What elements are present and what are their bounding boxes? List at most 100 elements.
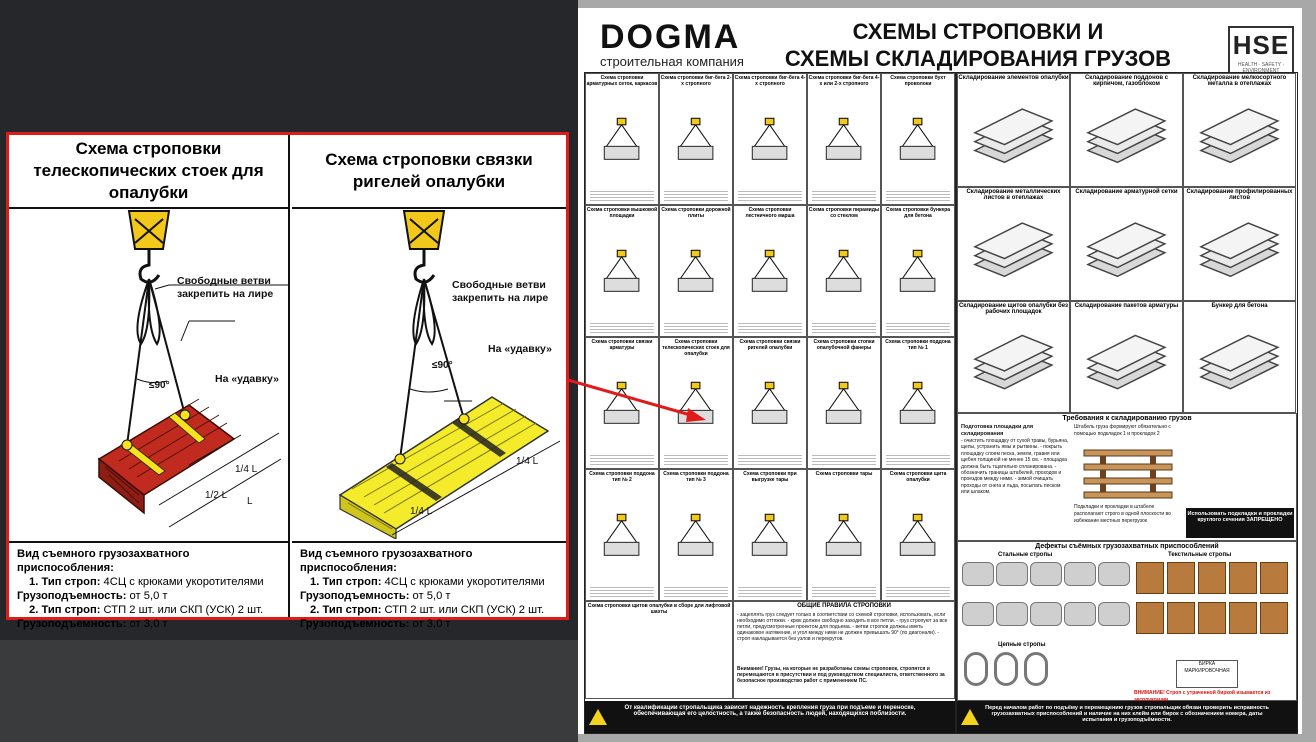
slinging-scheme-cell: Схема строповки щита опалубки bbox=[881, 469, 955, 601]
storage-scheme-cell: Складирование элементов опалубки bbox=[957, 73, 1070, 187]
cell-notes bbox=[738, 191, 802, 201]
cell-notes bbox=[886, 323, 950, 333]
slinging-scheme-cell: Схема строповки лестничного марша bbox=[733, 205, 807, 337]
cell-notes bbox=[590, 455, 654, 465]
stack-note: Штабель груза формируют обязательно с по… bbox=[1074, 424, 1171, 437]
cell-title: Складирование арматурной сетки bbox=[1075, 189, 1178, 195]
cell-notes bbox=[812, 587, 876, 597]
storage-illustration bbox=[1199, 222, 1280, 278]
cell-title: Схема строповки щитов опалубки в сборе д… bbox=[587, 603, 731, 615]
scheme-illustration bbox=[900, 514, 936, 557]
col1-dim-L: L bbox=[247, 496, 253, 507]
col1-spec-val-3: СТП 2 шт. или СКП (УСК) 2 шт. bbox=[100, 604, 264, 616]
cell-title: Схема строповки биг-бега 4-х или 2-х стр… bbox=[808, 75, 880, 87]
cell-title: Схема строповки арматурных сеток, каркас… bbox=[586, 75, 658, 87]
scheme-illustration bbox=[678, 250, 714, 293]
column-telescopic-props: Схема строповки телескопических стоек дл… bbox=[9, 135, 290, 630]
col1-device-spec: Вид съемного грузозахватного приспособле… bbox=[9, 541, 288, 630]
storage-scheme-cell: Складирование пакетов арматуры bbox=[1070, 301, 1183, 413]
textile-defect-icon bbox=[1229, 602, 1257, 634]
cell-notes bbox=[886, 191, 950, 201]
steel-defect-icon bbox=[996, 602, 1028, 626]
cell-title: Складирование металлических листов в оте… bbox=[966, 189, 1061, 201]
scheme-illustration bbox=[826, 382, 862, 425]
poster-title: СХЕМЫ СТРОПОВКИ И СХЕМЫ СКЛАДИРОВАНИЯ ГР… bbox=[748, 18, 1208, 72]
col1-dim-quarter: 1/4 L bbox=[235, 464, 258, 475]
slinging-scheme-cell: Схема строповки связки ригелей опалубки bbox=[733, 337, 807, 469]
slinging-scheme-cell: Схема строповки пирамиды со стеклом bbox=[807, 205, 881, 337]
tag-label: БИРКА МАРКИРОВОЧНАЯ bbox=[1176, 660, 1238, 688]
general-rules-box: ОБЩИЕ ПРАВИЛА СТРОПОВКИ - зацеплять груз … bbox=[733, 601, 955, 699]
col1-spec-line-2: Грузоподъемность: от 5,0 т bbox=[17, 589, 280, 603]
defects-section: Дефекты съёмных грузозахватных приспособ… bbox=[957, 541, 1297, 703]
stack-illustration bbox=[1083, 449, 1173, 499]
slinging-scheme-cell: Схема строповки поддона тип № 3 bbox=[659, 469, 733, 601]
storage-scheme-cell: Складирование щитов опалубки без рабочих… bbox=[957, 301, 1070, 413]
cell-title: Схема строповки телескопических стоек дл… bbox=[662, 339, 730, 357]
cell-notes bbox=[738, 455, 802, 465]
steel-defect-icon bbox=[1030, 562, 1062, 586]
chain-title: Цепные стропы bbox=[998, 642, 1046, 648]
col1-spec-val-1: 4СЦ с крюками укоротителями bbox=[100, 576, 264, 588]
slinging-scheme-cell: Схема строповки телескопических стоек дл… bbox=[659, 337, 733, 469]
title-line-1: СХЕМЫ СТРОПОВКИ И bbox=[852, 19, 1104, 44]
cell-title: Схема строповки биг-бега 2-х стропного bbox=[660, 75, 732, 87]
slinging-scheme-cell: Схема строповки биг-бега 4-х стропного bbox=[733, 73, 807, 205]
cell-title: Схема строповки вышковой площадки bbox=[586, 207, 658, 219]
warning-triangle-icon bbox=[961, 709, 979, 725]
slinging-scheme-cell: Схема строповки при выгрузке тары bbox=[733, 469, 807, 601]
slinging-scheme-cell: Схема строповки биг-бега 4-х или 2-х стр… bbox=[807, 73, 881, 205]
col1-spec-key-2: Грузоподъемность: bbox=[17, 590, 127, 602]
cell-title: Схема строповки пирамиды со стеклом bbox=[808, 207, 880, 219]
cell-title: Бункер для бетона bbox=[1211, 303, 1268, 309]
scheme-illustration bbox=[900, 250, 936, 293]
chain-defect-icon bbox=[964, 652, 988, 686]
cell-notes bbox=[886, 587, 950, 597]
col1-device-title: Вид съемного грузозахватного приспособле… bbox=[17, 548, 190, 574]
slinging-scheme-cell: Схема строповки поддона тип № 1 bbox=[881, 337, 955, 469]
cell-title: Схема строповки поддона тип № 2 bbox=[589, 471, 655, 483]
storage-scheme-cell: Складирование арматурной сетки bbox=[1070, 187, 1183, 301]
textile-defect-icon bbox=[1136, 562, 1164, 594]
textile-defect-icon bbox=[1260, 602, 1288, 634]
textile-defect-icon bbox=[1260, 562, 1288, 594]
general-rules-title: ОБЩИЕ ПРАВИЛА СТРОПОВКИ bbox=[797, 603, 891, 609]
zoomed-panel: Схема строповки телескопических стоек дл… bbox=[6, 132, 569, 630]
col1-spec-line-4: Грузоподъемность: от 3,0 т bbox=[17, 617, 280, 631]
slinging-scheme-cell: Схема строповки вышковой площадки bbox=[585, 205, 659, 337]
slinging-schemes-grid: Схема строповки арматурных сеток, каркас… bbox=[584, 72, 956, 734]
cell-notes bbox=[664, 455, 728, 465]
general-rules-text: - зацеплять груз следует только в соотве… bbox=[737, 612, 948, 642]
cell-title: Схема строповки лестничного марша bbox=[745, 207, 795, 219]
red-warning: ВНИМАНИЕ! Строп с утраченной биркой изым… bbox=[1134, 690, 1271, 703]
cell-notes bbox=[812, 323, 876, 333]
col2-device-title: Вид съемного грузозахватного приспособле… bbox=[300, 548, 473, 574]
stack-note-2: Подкладки и прокладки в штабеле располаг… bbox=[1074, 504, 1171, 524]
col2-spec-key-3: 2. Тип строп: bbox=[310, 604, 382, 616]
warning-left-text: От квалификации стропальщика зависит над… bbox=[624, 705, 916, 717]
storage-req-title: Требования к складированию грузов bbox=[1062, 415, 1192, 422]
col2-spec-line-2: Грузоподъемность: от 5,0 т bbox=[300, 589, 558, 603]
scheme-illustration bbox=[678, 118, 714, 161]
col2-spec-line-3: 2. Тип строп: СТП 2 шт. или СКП (УСК) 2 … bbox=[300, 603, 558, 617]
steel-defect-icon bbox=[962, 602, 994, 626]
slinging-scheme-cell: Схема строповки бункера для бетона bbox=[881, 205, 955, 337]
cell-title: Схема строповки поддона тип № 1 bbox=[885, 339, 951, 351]
slinging-scheme-cell: Схема строповки тары bbox=[807, 469, 881, 601]
hse-logo: HSE HEALTH · SAFETY · ENVIRONMENT bbox=[1228, 26, 1294, 74]
lift-shaft-scheme-cell: Схема строповки щитов опалубки в сборе д… bbox=[585, 601, 733, 699]
col2-spec-key-1: 1. Тип строп: bbox=[310, 576, 382, 588]
col1-free-branches-label: Свободные ветви закрепить на лире bbox=[177, 275, 274, 300]
warning-triangle-icon bbox=[589, 709, 607, 725]
textile-defect-icon bbox=[1198, 602, 1226, 634]
cell-notes bbox=[590, 587, 654, 597]
dogma-logo: DOGMA строительная компания bbox=[600, 20, 744, 69]
storage-illustration bbox=[1199, 335, 1280, 390]
hse-letters: HSE bbox=[1232, 30, 1290, 60]
col1-spec-key-3: 2. Тип строп: bbox=[29, 604, 101, 616]
steel-title: Стальные стропы bbox=[998, 552, 1053, 558]
col2-spec-key-2: Грузоподъемность: bbox=[300, 590, 410, 602]
slinging-scheme-cell: Схема строповки дорожной плиты bbox=[659, 205, 733, 337]
col2-free-branches-label: Свободные ветви закрепить на лире bbox=[452, 279, 549, 304]
